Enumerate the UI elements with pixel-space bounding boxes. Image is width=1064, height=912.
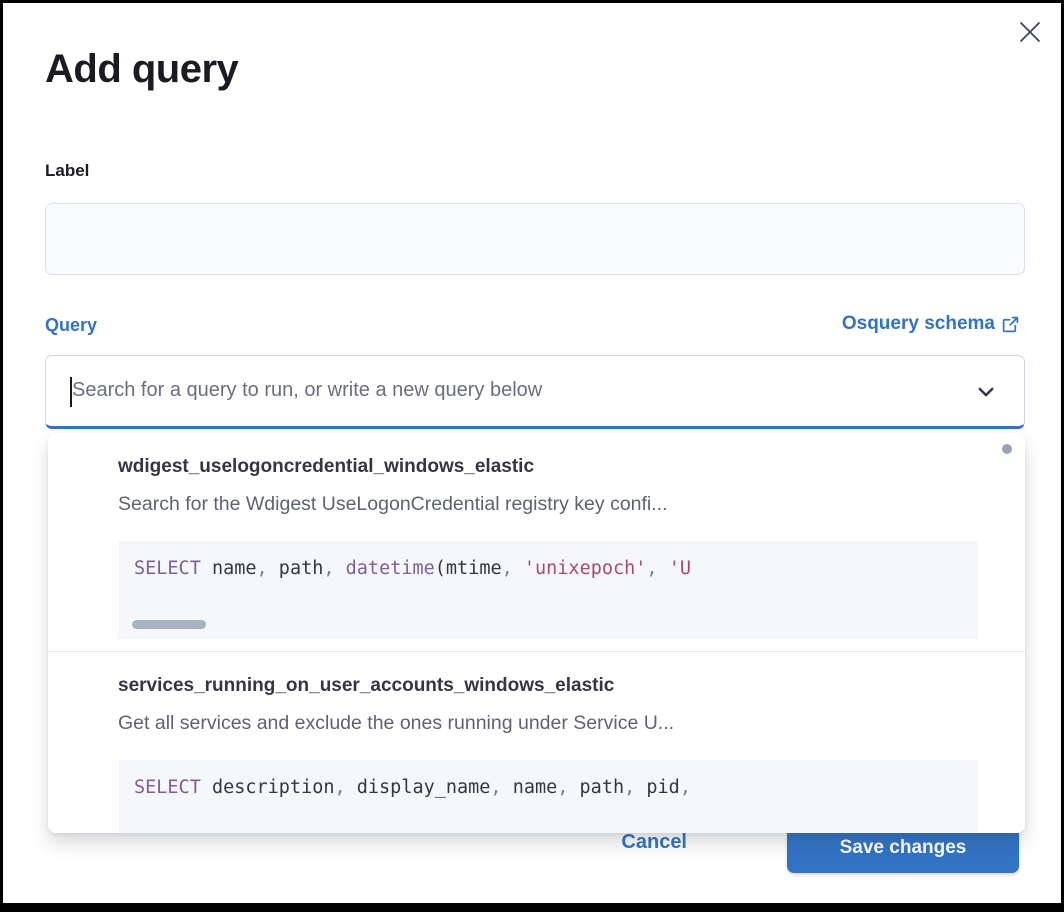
- label-field-label: Label: [45, 161, 90, 180]
- query-option-description: Get all services and exclude the ones ru…: [118, 712, 675, 734]
- query-option[interactable]: services_running_on_user_accounts_window…: [48, 651, 1025, 833]
- query-option[interactable]: wdigest_uselogoncredential_windows_elast…: [48, 433, 1025, 651]
- query-field-label: Query: [45, 315, 98, 335]
- vertical-scrollbar-thumb[interactable]: [1002, 444, 1012, 454]
- query-option-title: wdigest_uselogoncredential_windows_elast…: [118, 456, 535, 477]
- query-option-description: Search for the Wdigest UseLogonCredentia…: [118, 493, 668, 515]
- horizontal-scrollbar-thumb[interactable]: [132, 620, 206, 629]
- query-options-list: wdigest_uselogoncredential_windows_elast…: [48, 433, 1025, 833]
- osquery-schema-link-label: Osquery schema: [841, 313, 995, 334]
- text-cursor: [70, 377, 72, 407]
- osquery-schema-link[interactable]: Osquery schema: [842, 313, 1019, 335]
- modal-title: Add query: [45, 47, 239, 91]
- query-search-input[interactable]: [72, 356, 952, 424]
- query-option-title: services_running_on_user_accounts_window…: [118, 675, 615, 696]
- label-input[interactable]: [45, 203, 1025, 275]
- external-link-icon: [1002, 316, 1019, 333]
- close-icon[interactable]: [1017, 19, 1043, 45]
- add-query-modal: Add query Label Query Osquery schema: [3, 3, 1061, 903]
- chevron-down-icon[interactable]: [976, 382, 996, 402]
- query-combobox[interactable]: [45, 355, 1025, 429]
- cancel-button[interactable]: Cancel: [621, 831, 687, 853]
- query-suggestions-dropdown: wdigest_uselogoncredential_windows_elast…: [48, 433, 1025, 833]
- sql-snippet: SELECT name, path, datetime(mtime, 'unix…: [118, 541, 978, 639]
- sql-snippet: SELECT description, display_name, name, …: [118, 760, 978, 833]
